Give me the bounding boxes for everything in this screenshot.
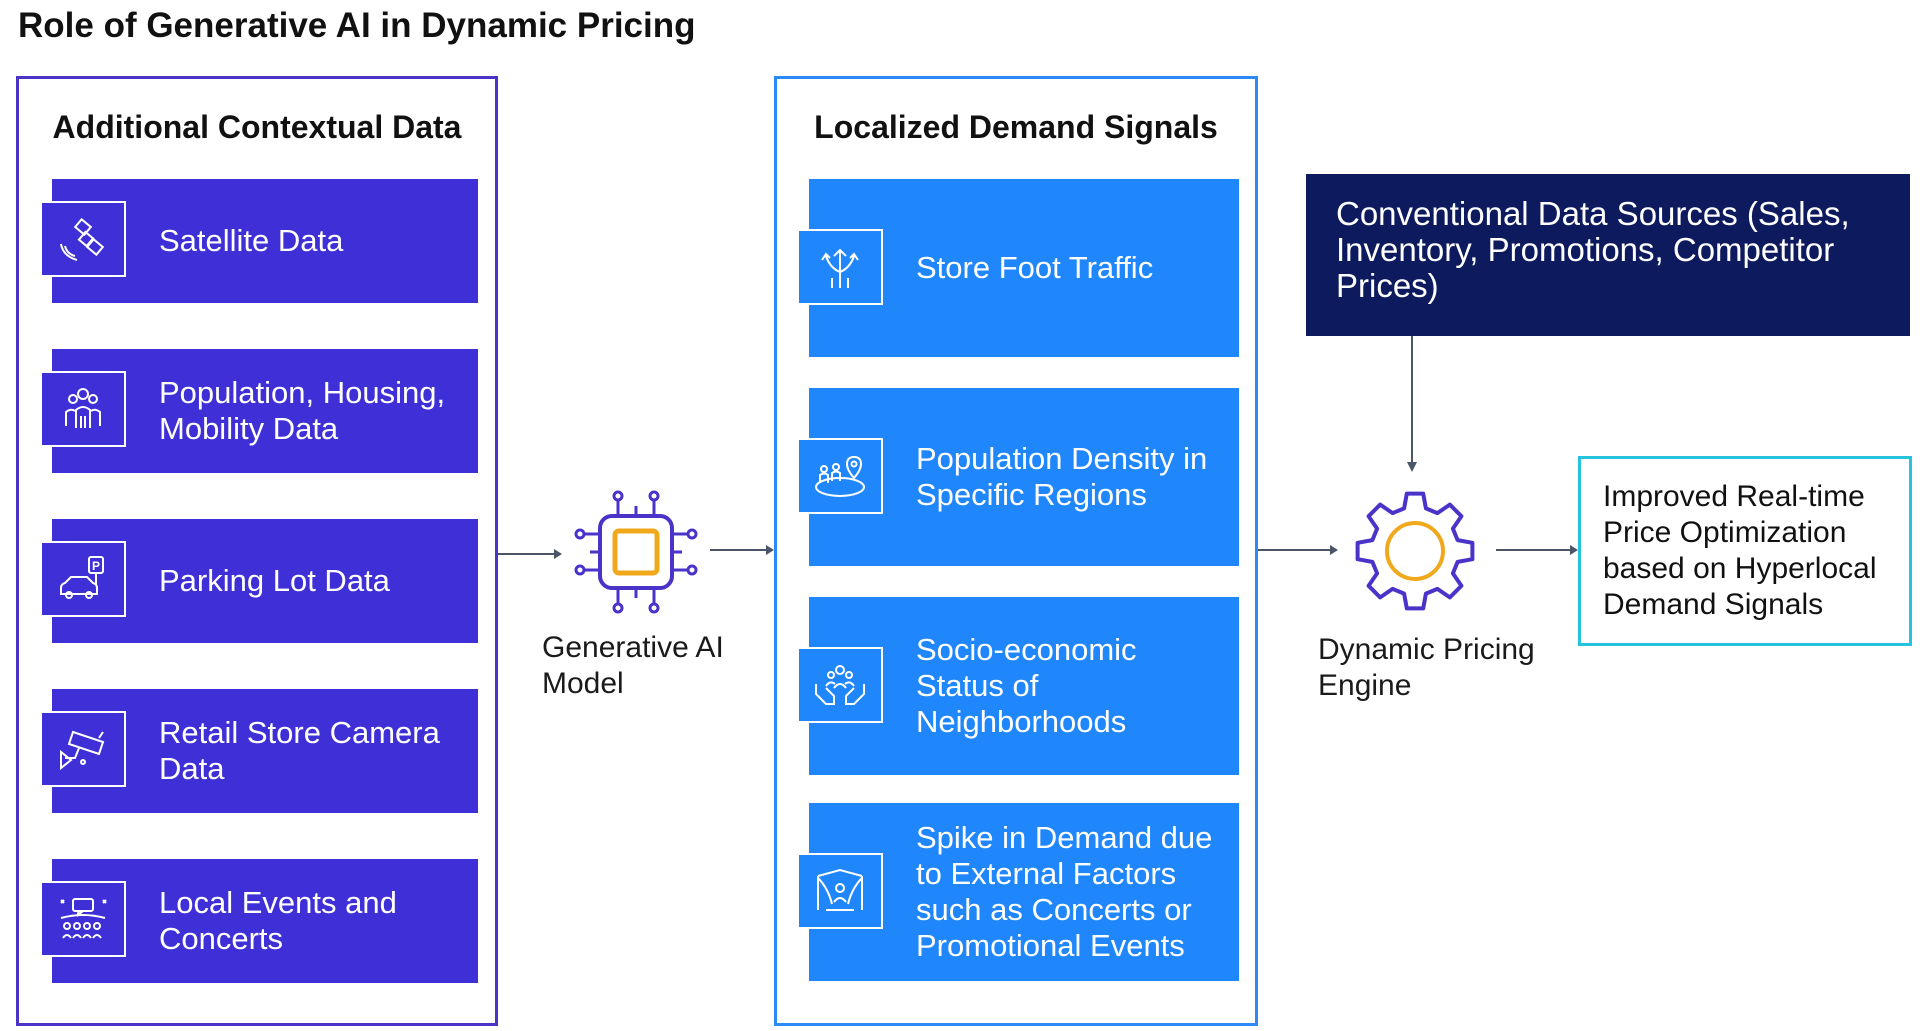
- event-stage-icon: [797, 853, 883, 929]
- card-label: Population, Housing, Mobility Data: [159, 375, 446, 446]
- card-label: Local Events and Concerts: [159, 885, 397, 956]
- card-local-events-concerts: Local Events and Concerts: [40, 859, 478, 983]
- left-panel-title: Additional Contextual Data: [52, 109, 462, 145]
- card-parking-lot-data: P Parking Lot Data: [40, 519, 478, 643]
- satellite-icon: [40, 201, 126, 277]
- arrow-to-ai-model: [498, 549, 562, 559]
- card-label: Satellite Data: [159, 223, 344, 258]
- ai-model-label: Generative AI Model: [542, 631, 724, 700]
- mid-panel-title: Localized Demand Signals: [814, 109, 1218, 145]
- ai-chip-icon: [574, 490, 698, 614]
- card-label: Parking Lot Data: [159, 563, 390, 598]
- card-population-housing-mobility: Population, Housing, Mobility Data: [40, 349, 478, 473]
- improved-price-optimization-box: Improved Real-time Price Optimization ba…: [1578, 456, 1912, 646]
- conventional-data-sources-box: Conventional Data Sources (Sales, Invent…: [1306, 174, 1910, 336]
- localized-demand-signals-panel: Localized Demand Signals Store Foot Traf…: [774, 76, 1258, 1026]
- card-label: Socio-economic Status of Neighborhoods: [916, 632, 1137, 739]
- arrow-to-demand-signals: [710, 545, 774, 555]
- parking-car-icon: P: [40, 541, 126, 617]
- arrow-signals-to-engine: [1258, 545, 1338, 555]
- pricing-engine-label: Dynamic Pricing Engine: [1318, 633, 1535, 702]
- arrow-conventional-to-engine: [1407, 336, 1417, 472]
- people-group-icon: [40, 371, 126, 447]
- card-retail-store-camera: Retail Store Camera Data: [40, 689, 478, 813]
- card-label: Retail Store Camera Data: [159, 715, 440, 786]
- card-satellite-data: Satellite Data: [40, 179, 478, 303]
- population-location-icon: [797, 438, 883, 514]
- foot-traffic-arrows-icon: [797, 229, 883, 305]
- arrow-engine-to-result: [1496, 545, 1578, 555]
- card-population-density: Population Density in Specific Regions: [797, 388, 1239, 566]
- card-socio-economic-status: Socio-economic Status of Neighborhoods: [797, 597, 1239, 775]
- hands-community-icon: [797, 647, 883, 723]
- concert-audience-icon: [40, 881, 126, 957]
- gear-icon: [1355, 491, 1475, 611]
- card-spike-in-demand: Spike in Demand due to External Factors …: [797, 803, 1239, 981]
- card-label: Store Foot Traffic: [916, 250, 1154, 285]
- diagram-title: Role of Generative AI in Dynamic Pricing: [18, 6, 696, 45]
- card-label: Spike in Demand due to External Factors …: [916, 820, 1213, 963]
- card-label: Population Density in Specific Regions: [916, 441, 1208, 512]
- additional-contextual-data-panel: Additional Contextual Data Satellite Dat…: [16, 76, 498, 1026]
- svg-text:P: P: [92, 559, 100, 573]
- security-camera-icon: [40, 711, 126, 787]
- card-store-foot-traffic: Store Foot Traffic: [797, 179, 1239, 357]
